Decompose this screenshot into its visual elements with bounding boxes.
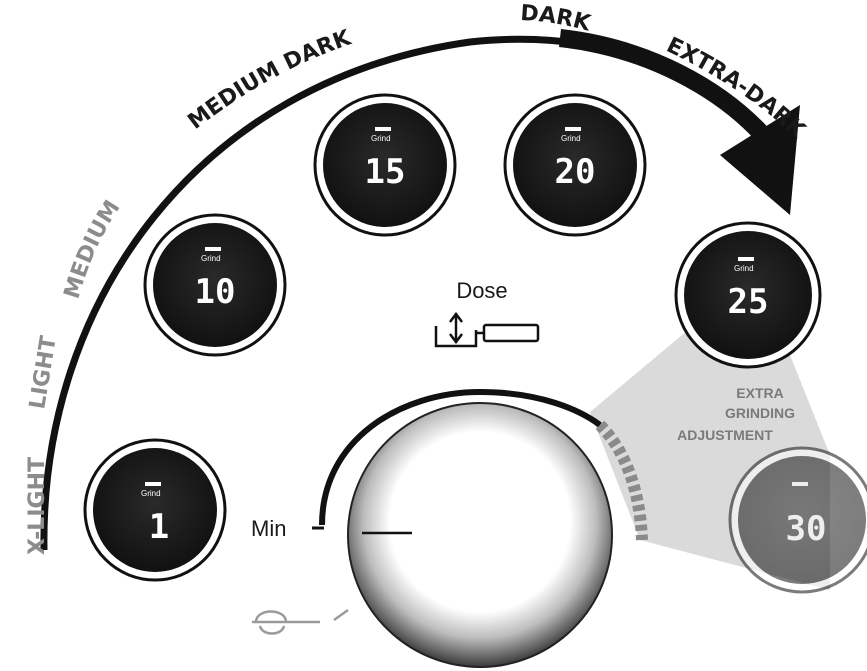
display-indicator-icon	[792, 482, 808, 486]
grind-display-value: 10	[195, 272, 236, 312]
grind-display-15: Grind 15	[313, 93, 457, 237]
roast-label-x-light: X-LIGHT	[25, 457, 50, 555]
display-indicator-icon	[565, 127, 581, 131]
svg-text:Grind: Grind	[371, 134, 391, 143]
dose-label: Dose	[456, 278, 507, 303]
svg-text:Grind: Grind	[734, 264, 754, 273]
grind-display-30: 30	[728, 446, 867, 594]
grind-display-value: 15	[365, 152, 406, 192]
display-indicator-icon	[205, 247, 221, 251]
roast-scale-arc-thick	[559, 29, 767, 139]
dial-range-arc	[319, 388, 602, 526]
grind-display-25: Grind 25	[674, 221, 822, 369]
svg-text:Grind: Grind	[561, 134, 581, 143]
extra-adjustment-line-3: ADJUSTMENT	[677, 427, 773, 443]
dose-arrows-icon	[434, 311, 478, 348]
bean-hopper-icon	[252, 608, 349, 635]
grind-display-value: 30	[786, 509, 827, 549]
display-indicator-icon	[738, 257, 754, 261]
roast-label-extra-dark: EXTRA-DARK	[662, 33, 810, 144]
extra-adjustment-line-2: GRINDING	[725, 405, 795, 421]
grind-display-value: 25	[728, 282, 769, 322]
portafilter-icon	[476, 323, 540, 343]
grind-display-1: Grind 1	[83, 438, 227, 582]
roast-label-medium: MEDIUM	[60, 196, 126, 302]
roast-arrow-head	[720, 105, 800, 215]
grind-display-value: 20	[555, 152, 596, 192]
grind-display-10: Grind 10	[143, 213, 287, 357]
extra-adjustment-line-1: EXTRA	[736, 385, 783, 401]
display-indicator-icon	[375, 127, 391, 131]
dial-extra-range-dashes	[595, 420, 648, 541]
svg-text:Grind: Grind	[201, 254, 221, 263]
grind-adjust-icon	[333, 608, 349, 622]
grind-display-20: Grind 20	[503, 93, 647, 237]
min-label: Min	[251, 516, 286, 541]
roast-label-dark: DARK	[520, 1, 594, 37]
svg-text:Grind: Grind	[141, 489, 161, 498]
roast-label-light: LIGHT	[25, 334, 62, 411]
grind-display-value: 1	[149, 507, 169, 547]
display-indicator-icon	[145, 482, 161, 486]
grind-knob[interactable]	[347, 402, 613, 668]
